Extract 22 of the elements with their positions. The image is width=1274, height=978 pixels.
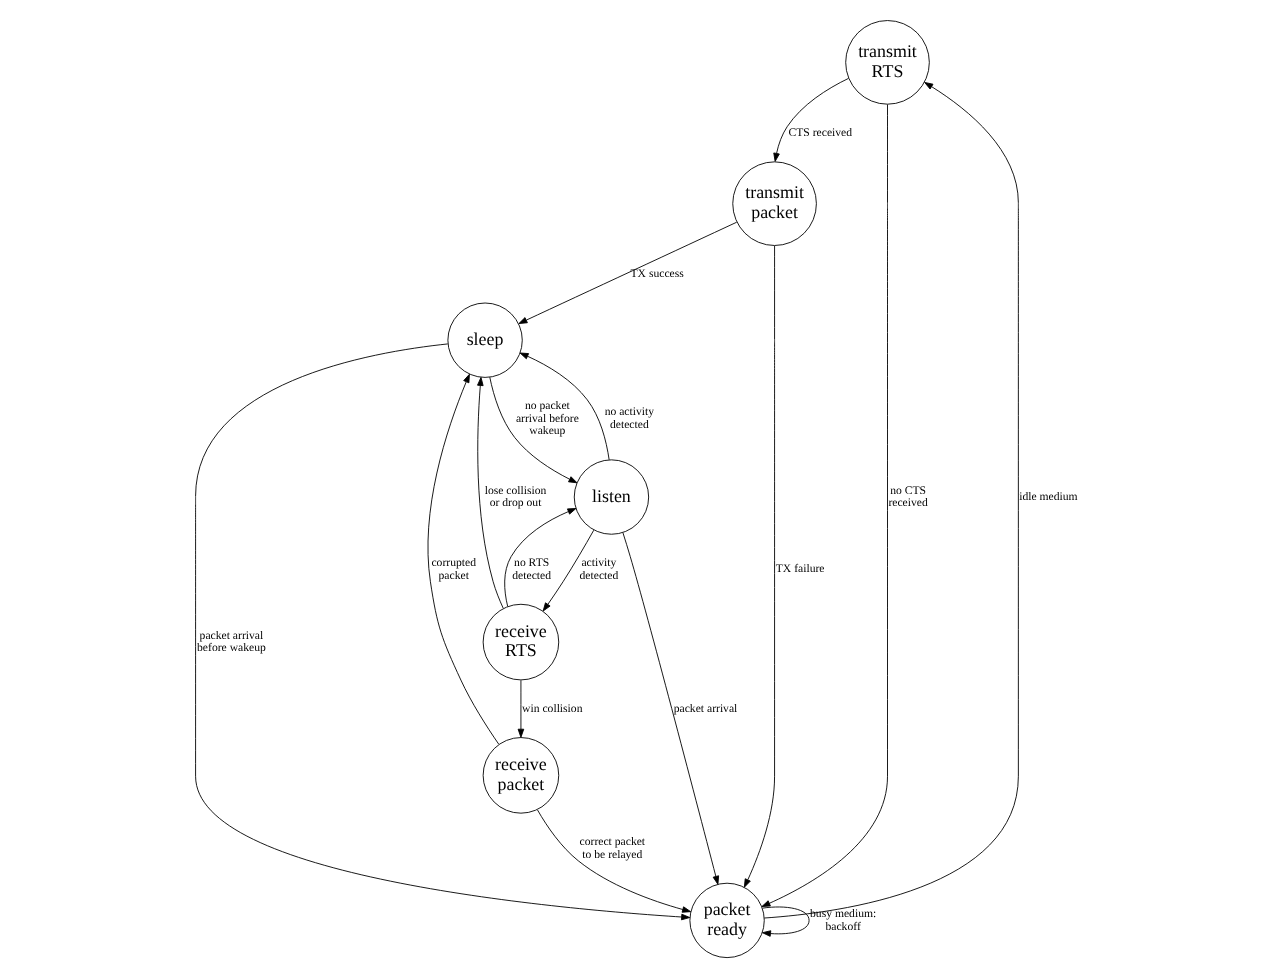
arrow (477, 376, 504, 609)
arrow (518, 221, 738, 324)
arrow (504, 508, 577, 607)
arrow (743, 245, 776, 888)
arrow (622, 532, 720, 885)
node-circle: packet ready (689, 882, 765, 959)
arrow (519, 352, 610, 461)
node-circle: listen (573, 459, 650, 535)
arrow (763, 82, 1019, 919)
arrow (537, 809, 692, 913)
arrow (761, 104, 888, 908)
arrow (773, 77, 849, 162)
node-circle: transmit RTS (845, 20, 930, 105)
arrow (517, 679, 525, 738)
node-circle: transmit packet (732, 161, 817, 246)
arrow (762, 906, 810, 937)
node-circle: sleep (447, 302, 523, 378)
arrow (427, 373, 500, 745)
arrow (489, 376, 578, 484)
node-circle: receive packet (482, 737, 560, 814)
arrow (542, 529, 595, 612)
arrow (195, 343, 691, 921)
